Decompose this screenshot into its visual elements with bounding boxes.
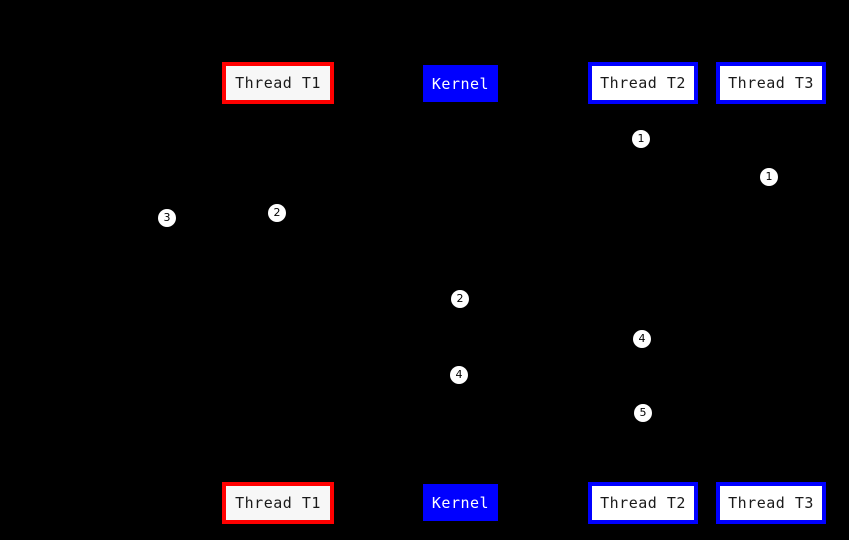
participant-header-thread-t3[interactable]: Thread T3 xyxy=(716,62,826,104)
message-line-7 xyxy=(460,421,643,422)
participant-header-thread-t1[interactable]: Thread T1 xyxy=(222,62,334,104)
participant-label-thread-t3: Thread T3 xyxy=(728,74,814,92)
message-line-1 xyxy=(643,147,771,148)
step-badge: 5 xyxy=(634,404,652,422)
participant-footer-thread-t3[interactable]: Thread T3 xyxy=(716,482,826,524)
message-line-5 xyxy=(460,347,643,348)
participant-header-thread-t2[interactable]: Thread T2 xyxy=(588,62,698,104)
participant-label-thread-t2: Thread T2 xyxy=(600,74,686,92)
participant-label-thread-t1: Thread T1 xyxy=(235,74,321,92)
participant-footer-label-kernel: Kernel xyxy=(431,493,490,512)
lifeline-t3 xyxy=(771,104,772,482)
participant-footer-thread-t2[interactable]: Thread T2 xyxy=(588,482,698,524)
step-badge: 4 xyxy=(450,366,468,384)
participant-footer-label-thread-t3: Thread T3 xyxy=(728,494,814,512)
participant-footer-label-thread-t1: Thread T1 xyxy=(235,494,321,512)
lifeline-t1 xyxy=(278,104,279,482)
step-badge: 2 xyxy=(451,290,469,308)
participant-label-kernel: Kernel xyxy=(431,74,490,93)
step-badge: 1 xyxy=(632,130,650,148)
message-line-3 xyxy=(167,226,278,227)
lifeline-t2 xyxy=(643,104,644,482)
step-badge: 1 xyxy=(760,168,778,186)
message-line-2 xyxy=(278,222,643,223)
participant-footer-label-thread-t2: Thread T2 xyxy=(600,494,686,512)
step-badge: 4 xyxy=(633,330,651,348)
participant-header-kernel[interactable]: Kernel xyxy=(423,65,498,102)
message-line-6 xyxy=(278,383,460,384)
message-line-4 xyxy=(278,307,460,308)
participant-footer-kernel[interactable]: Kernel xyxy=(423,484,498,521)
step-badge: 2 xyxy=(268,204,286,222)
participant-footer-thread-t1[interactable]: Thread T1 xyxy=(222,482,334,524)
step-badge: 3 xyxy=(158,209,176,227)
